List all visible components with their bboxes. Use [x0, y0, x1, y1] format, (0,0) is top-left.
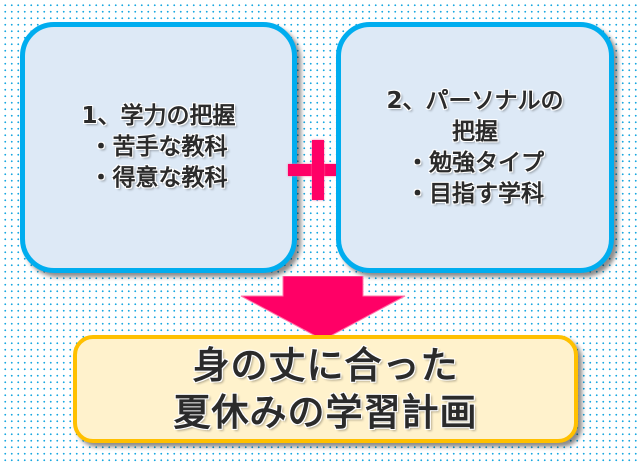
down-arrow-icon [240, 276, 406, 340]
academic-ability-box: 1、学力の把握 ・苦手な教科 ・得意な教科 [20, 22, 297, 273]
result-line2: 夏休みの学習計画 [173, 391, 478, 434]
summer-study-plan-result: 身の丈に合った 夏休みの学習計画 [73, 335, 578, 443]
box2-title-line2: 把握 [452, 118, 498, 145]
result-line1: 身の丈に合った [192, 344, 459, 387]
box1-title: 1、学力の把握 [81, 103, 236, 129]
box1-item-weak-subjects: ・苦手な教科 [89, 134, 228, 160]
box1-item-strong-subjects: ・得意な教科 [89, 165, 228, 191]
plus-icon [288, 140, 348, 200]
box2-item-target-department: ・目指す学科 [406, 180, 544, 207]
box2-title-line1: 2、パーソナルの [386, 87, 564, 114]
box2-item-study-type: ・勉強タイプ [406, 149, 544, 176]
personal-understanding-box: 2、パーソナルの 把握 ・勉強タイプ ・目指す学科 [336, 22, 614, 273]
